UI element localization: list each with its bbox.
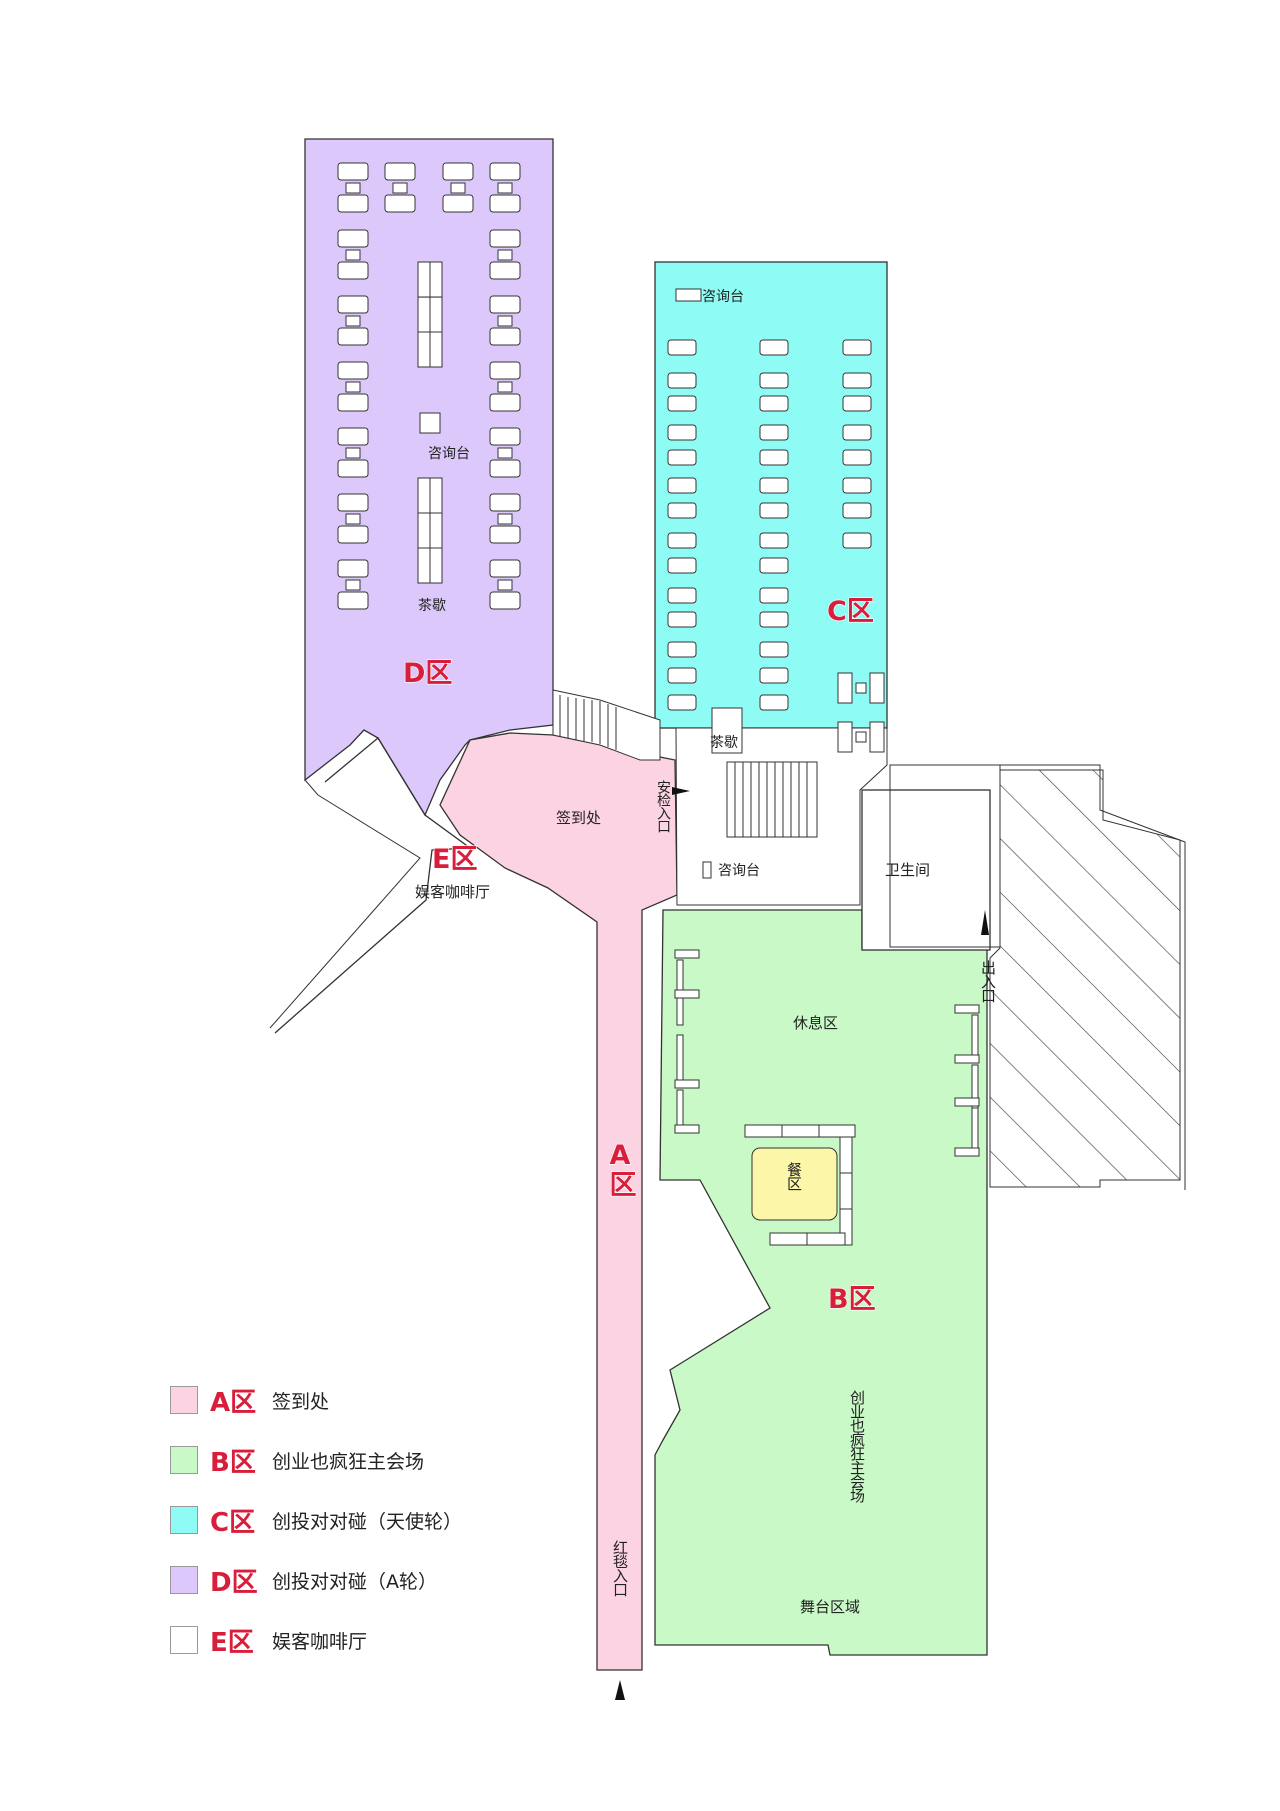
zone-a-map-label: A区 <box>604 1139 636 1197</box>
legend-item-a: A区 签到处 <box>170 1380 590 1420</box>
d-info-desk-label: 咨询台 <box>428 446 470 462</box>
legend-desc-c: 创投对对碰（天使轮） <box>272 1510 463 1533</box>
d-zone-furniture <box>337 162 521 610</box>
svg-text:A区: A区 <box>605 1140 636 1197</box>
legend-swatch-e <box>170 1626 198 1654</box>
zone-b-map-label: B区 <box>828 1284 876 1315</box>
legend-swatch-b <box>170 1446 198 1474</box>
c-info-desk-label: 咨询台 <box>702 289 744 305</box>
zone-c-map-label: C区 <box>827 596 874 627</box>
legend-desc-d: 创投对对碰（A轮） <box>272 1570 437 1593</box>
legend: A区 签到处 B区 创业也疯狂主会场 C区 创投对对碰（天使轮） D区 创投对对… <box>170 1380 590 1680</box>
legend-code-b: B区 <box>210 1447 256 1478</box>
svg-text:创业也疯狂主会场: 创业也疯狂主会场 <box>848 1390 866 1504</box>
lobby-info-desk <box>702 861 712 879</box>
checkin-label: 签到处 <box>556 809 601 827</box>
exit-label: 出入口 <box>979 960 997 1003</box>
legend-desc-a: 签到处 <box>272 1390 330 1413</box>
zone-c-area[interactable] <box>654 261 888 729</box>
cafe-label: 娱客咖啡厅 <box>415 883 490 901</box>
legend-desc-b: 创业也疯狂主会场 <box>272 1450 425 1473</box>
legend-code-a: A区 <box>210 1387 257 1418</box>
stage-area-label: 舞台区域 <box>800 1598 860 1616</box>
zone-e-outer <box>269 779 421 1029</box>
hatched-area <box>989 764 1186 1190</box>
legend-code-c: C区 <box>210 1507 256 1538</box>
main-venue-label: 创业也疯狂主会场 <box>848 1390 866 1504</box>
zone-d-map-label: D区 <box>403 658 452 689</box>
svg-text:餐区: 餐区 <box>785 1162 803 1191</box>
legend-item-e: E区 娱客咖啡厅 <box>170 1620 590 1660</box>
entrance-arrows <box>615 787 989 1700</box>
d-tea-break-label: 茶歇 <box>418 598 446 614</box>
dining-area-label: 餐区 <box>785 1162 803 1191</box>
svg-text:安检入口: 安检入口 <box>655 780 671 833</box>
c-tea-break-label: 茶歇 <box>710 735 738 751</box>
legend-item-b: B区 创业也疯狂主会场 <box>170 1440 590 1480</box>
legend-swatch-a <box>170 1386 198 1414</box>
legend-code-d: D区 <box>210 1567 258 1598</box>
legend-item-c: C区 创投对对碰（天使轮） <box>170 1500 590 1540</box>
red-carpet-arrow <box>615 1680 625 1700</box>
zone-e-map-label: E区 <box>432 844 477 875</box>
svg-text:出入口: 出入口 <box>979 960 997 1003</box>
b-zone-furniture <box>674 949 980 1246</box>
security-entrance-arrow <box>672 787 690 795</box>
exit-arrow <box>981 910 989 935</box>
legend-item-d: D区 创投对对碰（A轮） <box>170 1560 590 1600</box>
legend-swatch-d <box>170 1566 198 1594</box>
legend-code-e: E区 <box>210 1627 254 1658</box>
c-zone-furniture <box>667 288 885 754</box>
security-entrance-label: 安检入口 <box>655 780 671 833</box>
lobby-info-desk-label: 咨询台 <box>718 863 760 879</box>
red-carpet-entrance-label: 红毯入口 <box>611 1540 629 1597</box>
restroom-label: 卫生间 <box>885 861 930 879</box>
legend-desc-e: 娱客咖啡厅 <box>272 1630 368 1653</box>
dining-table <box>751 1147 838 1221</box>
zone-a-area[interactable] <box>439 732 678 1671</box>
svg-text:红毯入口: 红毯入口 <box>611 1540 629 1597</box>
restroom-block <box>861 764 1001 951</box>
legend-swatch-c <box>170 1506 198 1534</box>
zone-e-outline <box>274 737 472 1034</box>
staircase-d-c <box>552 689 661 761</box>
rest-area-label: 休息区 <box>793 1014 838 1032</box>
lobby-stairs <box>726 761 818 838</box>
